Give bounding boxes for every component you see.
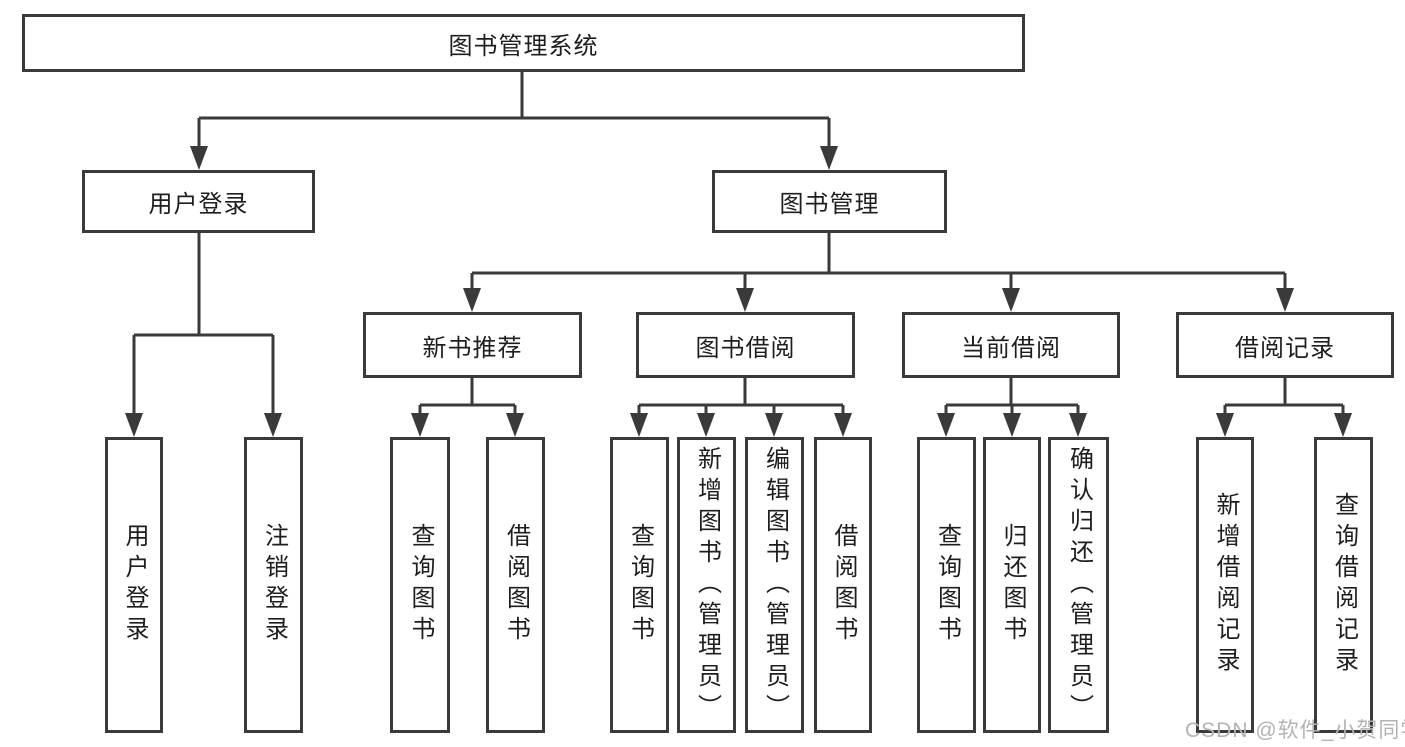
leaf-edit-books-admin: 编辑图书（管理员） [745, 437, 804, 733]
node-user-login: 用户登录 [82, 170, 315, 233]
node-borrow-records: 借阅记录 [1176, 312, 1394, 378]
leaf-return-books: 归还图书 [983, 437, 1041, 733]
arrow-down-icon [1003, 413, 1021, 437]
node-book-borrow: 图书借阅 [636, 312, 855, 378]
arrow-down-icon [630, 413, 648, 437]
arrow-down-icon [820, 146, 838, 170]
connector-user-login [132, 233, 275, 417]
connector-root [197, 72, 831, 150]
arrow-down-icon [834, 413, 852, 437]
arrow-down-icon [1334, 413, 1352, 437]
leaf-confirm-return-admin: 确认归还（管理员） [1048, 437, 1109, 733]
arrow-down-icon [1002, 288, 1020, 312]
leaf-logout: 注销登录 [244, 437, 303, 733]
leaf-borrow-books-recommend: 借阅图书 [486, 437, 545, 733]
arrow-down-icon [697, 413, 715, 437]
leaf-query-books-borrow: 查询图书 [610, 437, 669, 733]
arrow-down-icon [411, 413, 429, 437]
arrow-down-icon [736, 288, 754, 312]
connector-book-borrow [637, 378, 845, 417]
leaf-query-borrow-record: 查询借阅记录 [1314, 437, 1373, 733]
connector-new-book-recommend [418, 378, 517, 417]
leaf-query-books-recommend: 查询图书 [390, 437, 450, 733]
leaf-user-login: 用户登录 [105, 437, 163, 733]
leaf-query-books-current: 查询图书 [917, 437, 976, 733]
arrow-down-icon [506, 413, 524, 437]
arrow-down-icon [937, 413, 955, 437]
arrow-down-icon [125, 413, 143, 437]
node-library-management-system: 图书管理系统 [22, 14, 1025, 72]
connector-borrow-records [1223, 378, 1345, 417]
node-book-management: 图书管理 [712, 170, 947, 233]
arrow-down-icon [1069, 413, 1087, 437]
arrow-down-icon [264, 413, 282, 437]
connector-paths [132, 72, 1345, 417]
leaf-add-borrow-record: 新增借阅记录 [1196, 437, 1254, 733]
node-new-book-recommend: 新书推荐 [363, 312, 582, 378]
arrow-down-icon [765, 413, 783, 437]
leaf-borrow-books: 借阅图书 [814, 437, 872, 733]
arrow-down-icon [1216, 413, 1234, 437]
csdn-watermark: CSDN @软件_小贺同学 [1185, 719, 1405, 742]
connector-current-borrow [944, 378, 1080, 417]
arrow-down-icon [190, 146, 208, 170]
node-current-borrow: 当前借阅 [902, 312, 1120, 378]
arrowheads [125, 146, 1352, 437]
connector-book-management [470, 233, 1287, 292]
leaf-add-books-admin: 新增图书（管理员） [677, 437, 736, 733]
arrow-down-icon [463, 288, 481, 312]
arrow-down-icon [1276, 288, 1294, 312]
